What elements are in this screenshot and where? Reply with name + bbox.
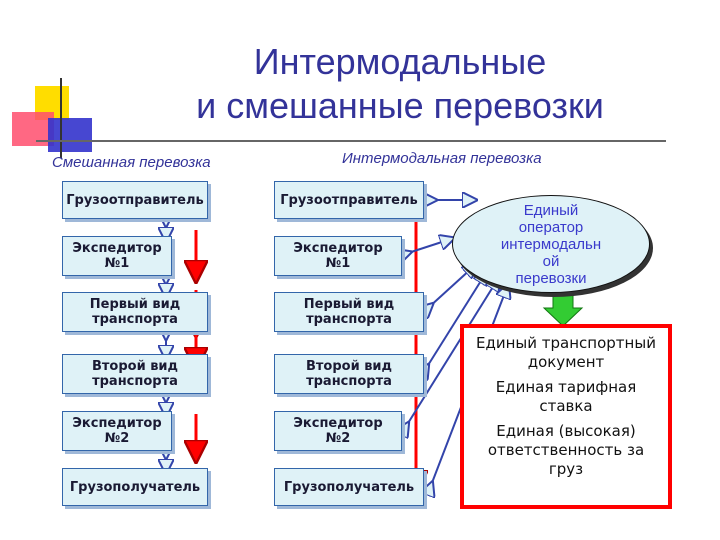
- mixed-box-transport-1: Первый вид транспорта: [62, 292, 208, 332]
- operator-ellipse: Единый оператор интермодальн ой перевозк…: [452, 195, 650, 293]
- operator-link-3: [428, 268, 472, 308]
- mixed-box-shipper: Грузоотправитель: [62, 181, 208, 219]
- intermodal-box-consignee: Грузополучатель: [274, 468, 424, 506]
- feature-document: Единый транспортный документ: [476, 334, 656, 371]
- logo-vertical-line: [60, 78, 62, 158]
- feature-tariff: Единая тарифная ставка: [495, 378, 637, 415]
- operator-link-2: [405, 240, 448, 254]
- mixed-heading: Смешанная перевозка: [52, 154, 211, 171]
- mixed-box-forwarder-1: Экспедитор №1: [62, 236, 172, 276]
- intermodal-box-forwarder-2: Экспедитор №2: [274, 411, 402, 451]
- slide-title: Интермодальные и смешанные перевозки: [150, 40, 650, 128]
- intermodal-box-shipper: Грузоотправитель: [274, 181, 424, 219]
- mixed-box-consignee: Грузополучатель: [62, 468, 208, 506]
- title-line-2: и смешанные перевозки: [196, 85, 604, 126]
- intermodal-heading: Интермодальная перевозка: [342, 150, 542, 167]
- intermodal-box-transport-2: Второй вид транспорта: [274, 354, 424, 394]
- mixed-box-forwarder-2: Экспедитор №2: [62, 411, 172, 451]
- intermodal-box-forwarder-1: Экспедитор №1: [274, 236, 402, 276]
- title-underline: [36, 140, 666, 142]
- title-line-1: Интермодальные: [253, 41, 547, 82]
- feature-liability: Единая (высокая) ответственность за груз: [487, 422, 645, 478]
- mixed-box-transport-2: Второй вид транспорта: [62, 354, 208, 394]
- intermodal-box-transport-1: Первый вид транспорта: [274, 292, 424, 332]
- features-frame: Единый транспортный документ Единая тари…: [460, 324, 672, 509]
- green-down-arrow: [542, 293, 584, 327]
- logo-blue-square: [48, 118, 92, 152]
